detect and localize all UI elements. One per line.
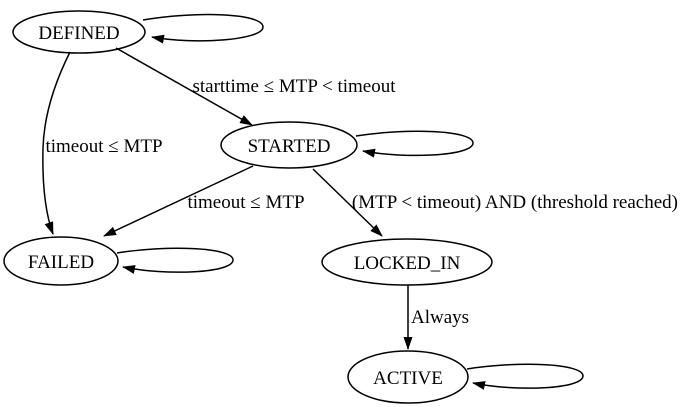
node-ellipse-locked-in [321, 238, 493, 286]
node-failed: FAILED [3, 236, 119, 286]
node-ellipse-active [347, 350, 469, 404]
node-ellipse-started [220, 121, 358, 169]
node-active: ACTIVE [347, 350, 469, 404]
edge-label-started-failed: timeout ≤ MTP [187, 192, 304, 213]
node-locked-in: LOCKED_IN [321, 238, 493, 286]
node-ellipse-defined [12, 10, 146, 54]
node-label-locked-in: LOCKED_IN [354, 253, 461, 274]
node-defined: DEFINED [12, 10, 146, 54]
node-label-defined: DEFINED [38, 23, 119, 44]
self-loop-active [466, 363, 584, 390]
node-label-started: STARTED [248, 136, 331, 157]
edge-label-defined-failed: timeout ≤ MTP [45, 136, 162, 157]
self-loop-defined [142, 13, 264, 44]
edge-started-to-failed [103, 165, 254, 237]
edge-label-locked-in-active: Always [411, 307, 469, 328]
node-label-active: ACTIVE [373, 368, 443, 389]
node-label-failed: FAILED [28, 252, 94, 273]
edge-label-started-locked-in: (MTP < timeout) AND (threshold reached) [352, 192, 678, 213]
self-loop-failed [116, 247, 234, 274]
node-started: STARTED [220, 121, 358, 169]
edge-defined-to-failed [42, 51, 71, 235]
self-loop-started [355, 130, 474, 158]
edge-label-defined-started: starttime ≤ MTP < timeout [192, 76, 396, 97]
node-ellipse-failed [3, 236, 119, 286]
edge-defined-to-started [115, 47, 253, 126]
edge-started-to-locked-in [312, 168, 383, 237]
